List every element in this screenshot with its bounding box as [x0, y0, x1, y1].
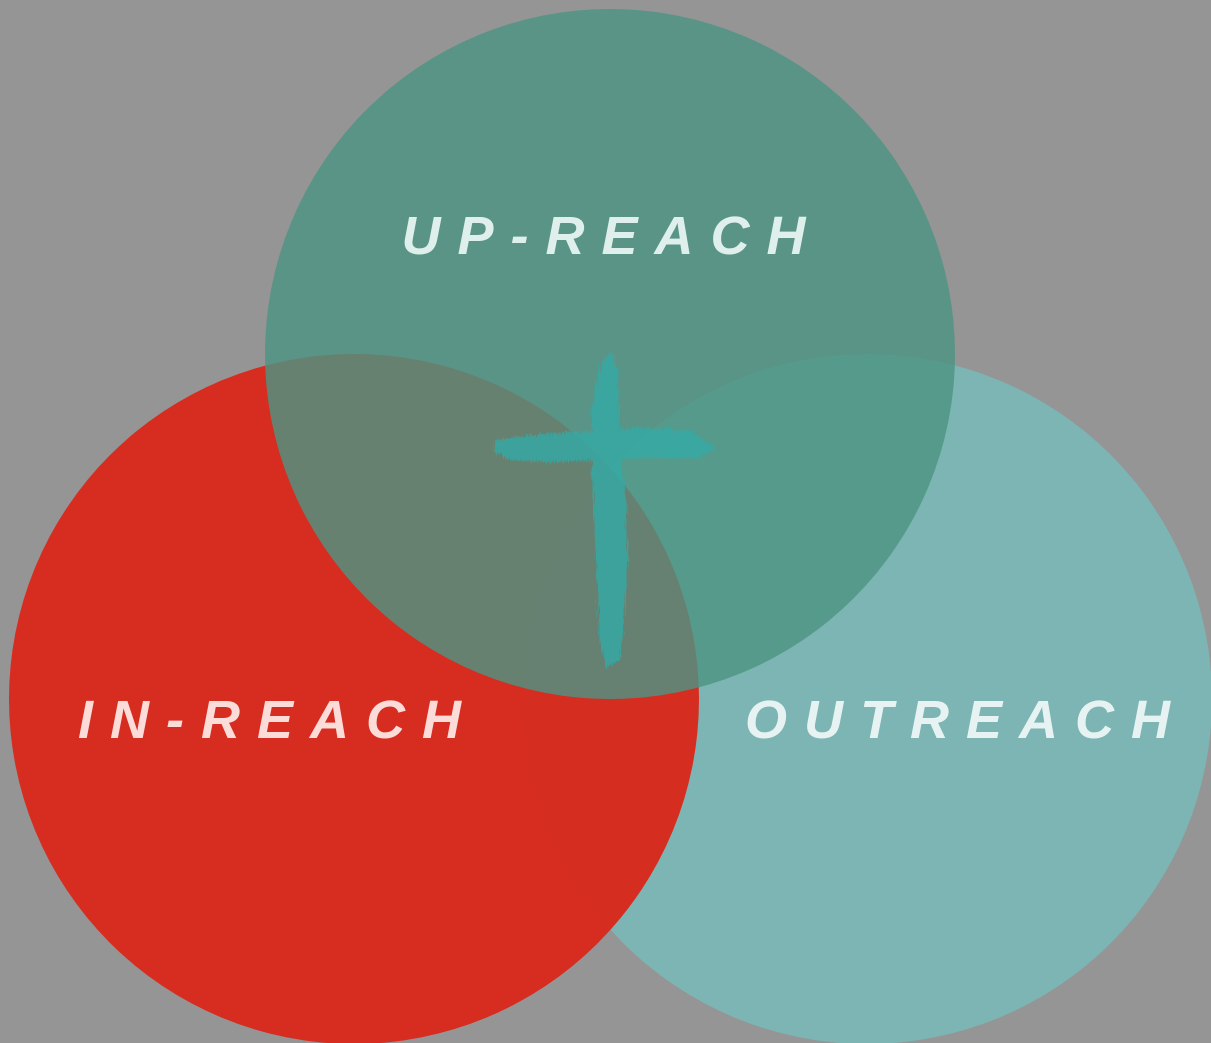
outreach-label: OUTREACH — [745, 690, 1187, 750]
up-reach-label: UP-REACH — [401, 206, 822, 266]
in-reach-label: IN-REACH — [78, 690, 478, 750]
cross-icon — [494, 352, 716, 668]
